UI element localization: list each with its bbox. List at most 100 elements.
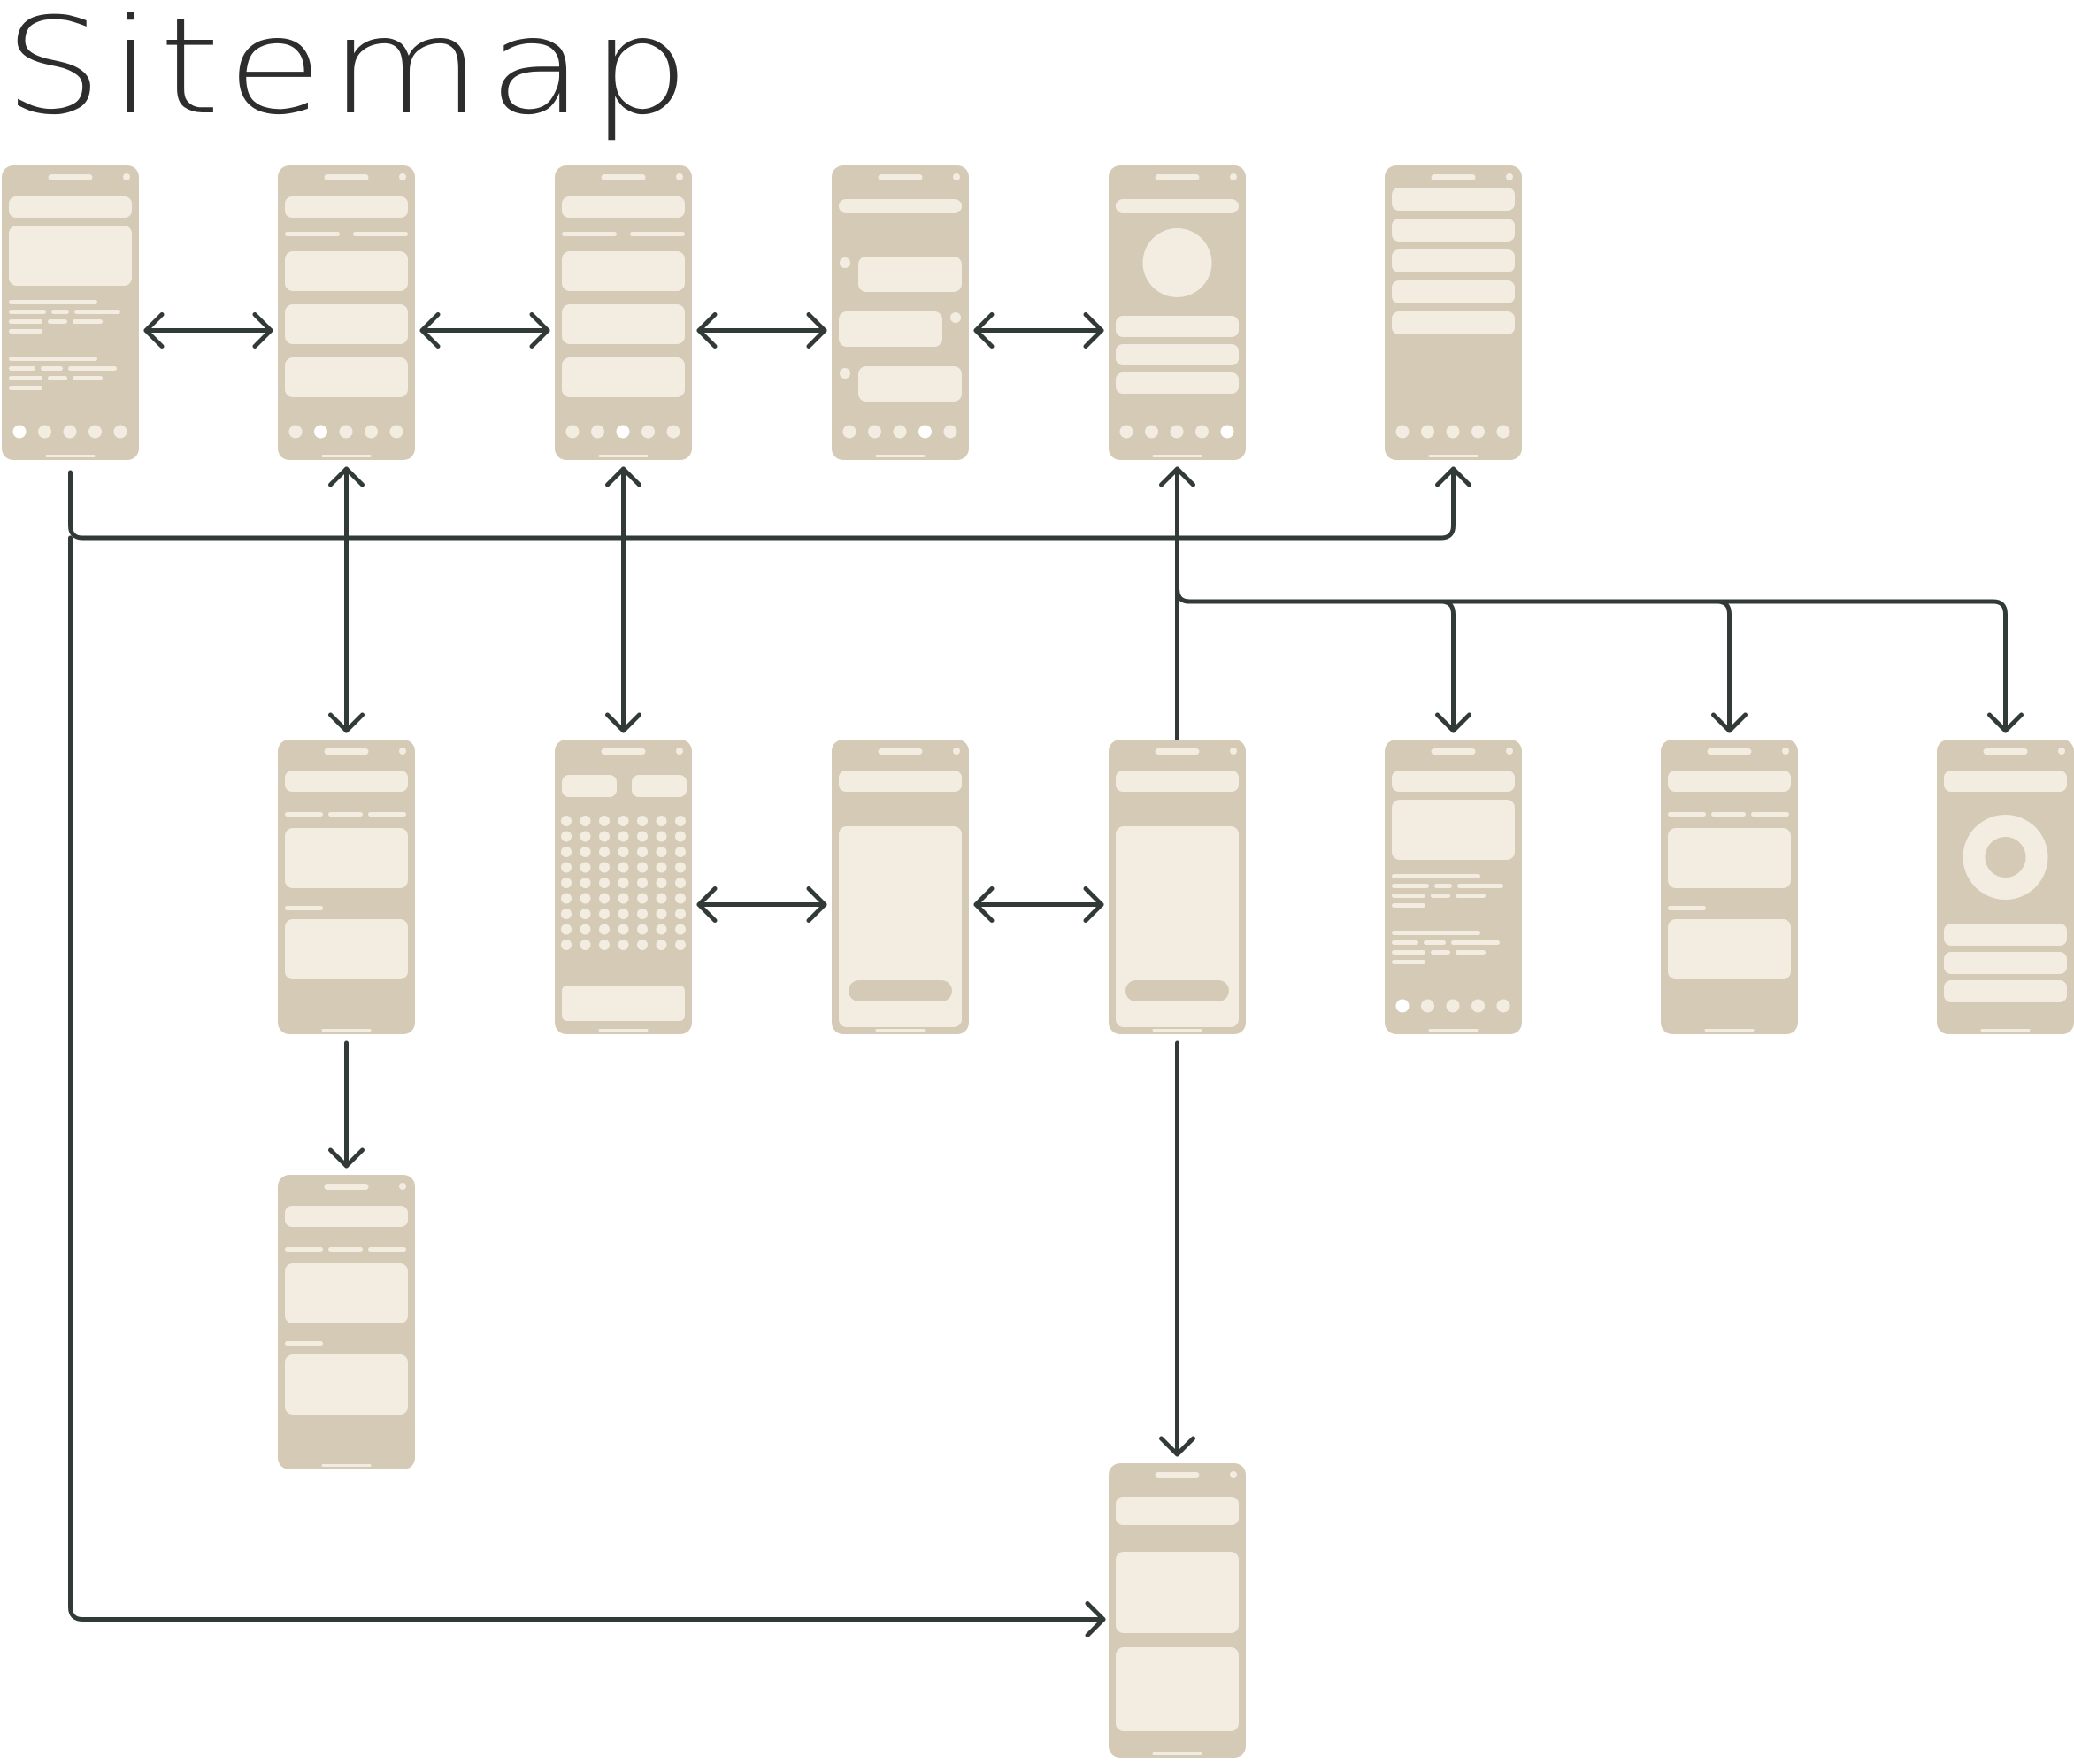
calendar-day	[618, 862, 629, 873]
calendar-day	[656, 831, 667, 842]
screen-profile	[1109, 165, 1246, 460]
page-dot	[389, 425, 403, 439]
active-page-dot	[314, 425, 327, 439]
calendar-day	[580, 909, 591, 919]
content-card	[285, 304, 408, 344]
header-bar	[1668, 771, 1791, 792]
content-card	[562, 251, 685, 291]
menu-item	[1392, 188, 1515, 211]
screen-final	[1109, 1463, 1246, 1758]
active-page-dot	[1220, 425, 1234, 439]
text-line	[51, 310, 69, 314]
text-line	[74, 310, 120, 314]
screen-calendar	[555, 740, 692, 1034]
page-dot	[38, 425, 51, 439]
arrow-head	[1159, 466, 1195, 487]
page-dot	[868, 425, 881, 439]
tab-line	[368, 812, 406, 817]
sheet-button	[1125, 980, 1229, 1001]
status-dot	[1506, 748, 1513, 755]
calendar-day	[561, 909, 572, 919]
hero-card	[1392, 800, 1515, 860]
calendar-day	[580, 924, 591, 935]
calendar-day	[599, 878, 610, 888]
calendar-day	[675, 831, 686, 842]
page-dot	[1496, 999, 1510, 1013]
sheet-text-line	[1126, 841, 1204, 846]
screen-tab-three	[555, 165, 692, 460]
home-indicator	[321, 455, 372, 457]
home-indicator	[1428, 1029, 1479, 1032]
tab-line	[285, 812, 323, 817]
calendar-day	[580, 878, 591, 888]
tab-line	[328, 812, 363, 817]
page-dot	[842, 425, 856, 439]
calendar-day	[637, 893, 648, 904]
calendar-day	[618, 878, 629, 888]
header-bar	[562, 196, 685, 218]
calendar-day	[580, 816, 591, 826]
header-bar	[839, 771, 962, 792]
text-line	[1456, 894, 1486, 898]
calendar-day	[618, 831, 629, 842]
page-dot	[666, 425, 680, 439]
notch	[1155, 748, 1200, 755]
status-dot	[1782, 748, 1789, 755]
text-line	[68, 366, 117, 371]
segment-button	[562, 775, 617, 797]
calendar-day	[637, 847, 648, 857]
content-card	[562, 304, 685, 344]
arrow-head	[696, 312, 718, 349]
header-bar	[285, 196, 408, 218]
arrow-head	[1083, 886, 1104, 923]
page-dot	[1170, 425, 1184, 439]
notch	[324, 748, 369, 755]
header-bar	[1116, 1497, 1239, 1525]
arrow-head	[252, 312, 273, 349]
arrow-head	[973, 312, 995, 349]
arrow-head	[806, 312, 827, 349]
calendar-day	[675, 816, 686, 826]
arrow-head	[605, 466, 641, 487]
legend-row	[1944, 980, 2067, 1002]
page-dot	[1421, 425, 1434, 439]
arrow-head	[696, 886, 718, 923]
calendar-day	[675, 878, 686, 888]
page-dot	[641, 425, 655, 439]
header-bar	[285, 1206, 408, 1227]
arrow-head	[973, 886, 995, 923]
message-bubble	[858, 366, 962, 402]
footer-panel	[562, 986, 685, 1021]
status-dot	[676, 748, 683, 755]
calendar-day	[599, 924, 610, 935]
text-line	[1392, 960, 1425, 964]
text-line	[1424, 940, 1446, 945]
home-indicator	[1152, 455, 1202, 457]
calendar-day	[618, 924, 629, 935]
page-dot	[1471, 999, 1485, 1013]
page-dot	[591, 425, 604, 439]
sheet-text-line	[1167, 851, 1185, 855]
sheet-text-line	[888, 861, 908, 865]
info-row	[1116, 316, 1239, 337]
sheet-text-line	[1190, 861, 1220, 865]
text-line	[73, 376, 103, 380]
calendar-day	[561, 847, 572, 857]
arrow-head	[1987, 712, 2024, 733]
home-indicator	[875, 455, 926, 457]
sheet-text-line	[849, 841, 927, 846]
bottom-sheet	[839, 826, 962, 1027]
header-bar	[1116, 771, 1239, 792]
tab-line	[328, 1247, 363, 1252]
screen-article	[1385, 740, 1522, 1034]
arrow-head	[1711, 712, 1748, 733]
page-dot	[1471, 425, 1485, 439]
page-dot	[1496, 425, 1510, 439]
avatar	[950, 312, 961, 323]
tab-line	[285, 1247, 323, 1252]
home-indicator	[598, 455, 649, 457]
page-dot	[1446, 425, 1460, 439]
home-indicator	[321, 1464, 372, 1467]
calendar-day	[580, 940, 591, 950]
segment-button	[632, 775, 687, 797]
